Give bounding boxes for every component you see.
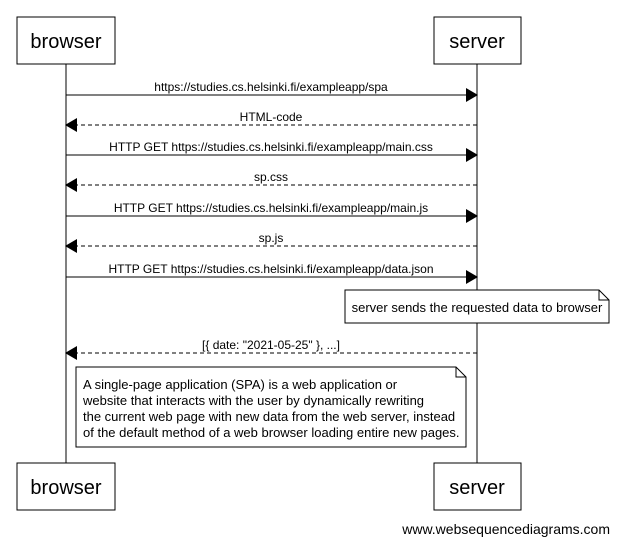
message-4-label: sp.css bbox=[254, 170, 288, 184]
actor-browser-top-label: browser bbox=[30, 31, 101, 53]
actor-browser-bottom-label: browser bbox=[30, 477, 101, 499]
message-2: HTML-code bbox=[65, 110, 477, 132]
spa-note-line-2: website that interacts with the user by … bbox=[82, 393, 424, 408]
message-7: HTTP GET https://studies.cs.helsinki.fi/… bbox=[66, 262, 478, 284]
message-6-label: sp.js bbox=[259, 231, 284, 245]
message-7-label: HTTP GET https://studies.cs.helsinki.fi/… bbox=[108, 262, 433, 276]
message-3-label: HTTP GET https://studies.cs.helsinki.fi/… bbox=[109, 140, 433, 154]
watermark-text: www.websequencediagrams.com bbox=[401, 521, 610, 537]
message-2-label: HTML-code bbox=[240, 110, 303, 124]
message-5: HTTP GET https://studies.cs.helsinki.fi/… bbox=[66, 201, 478, 223]
server-note: server sends the requested data to brows… bbox=[344, 289, 610, 324]
message-6: sp.js bbox=[65, 231, 477, 253]
actor-server-bottom-label: server bbox=[449, 477, 505, 499]
actor-server-bottom: server bbox=[433, 462, 522, 511]
actor-browser-bottom: browser bbox=[16, 462, 116, 511]
actor-browser-top: browser bbox=[16, 16, 116, 65]
spa-note: A single-page application (SPA) is a web… bbox=[75, 366, 467, 448]
message-1: https://studies.cs.helsinki.fi/exampleap… bbox=[66, 80, 478, 102]
spa-note-line-4: of the default method of a web browser l… bbox=[83, 425, 460, 440]
spa-note-line-1: A single-page application (SPA) is a web… bbox=[83, 377, 398, 392]
message-1-label: https://studies.cs.helsinki.fi/exampleap… bbox=[154, 80, 388, 94]
message-4: sp.css bbox=[65, 170, 477, 192]
message-8: [{ date: "2021-05-25" }, ...] bbox=[65, 338, 477, 360]
message-8-label: [{ date: "2021-05-25" }, ...] bbox=[202, 338, 340, 352]
message-5-label: HTTP GET https://studies.cs.helsinki.fi/… bbox=[114, 201, 428, 215]
actor-server-top-label: server bbox=[449, 31, 505, 53]
server-note-text: server sends the requested data to brows… bbox=[352, 300, 603, 315]
spa-note-line-3: the current web page with new data from … bbox=[83, 409, 455, 424]
message-3: HTTP GET https://studies.cs.helsinki.fi/… bbox=[66, 140, 478, 162]
actor-server-top: server bbox=[433, 16, 522, 65]
